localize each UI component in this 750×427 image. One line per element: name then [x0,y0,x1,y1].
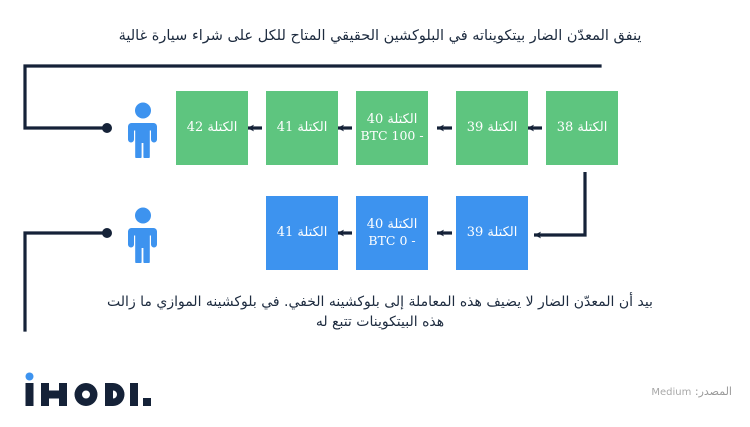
block-title: الكتلة 39 [466,119,518,135]
wire-endpoint-dot-top [102,123,112,133]
block-title: الكتلة 41 [276,224,328,240]
block-public-40: الكتلة 40 - 100 BTC [356,91,428,165]
block-public-39: الكتلة 39 [456,91,528,165]
block-title: الكتلة 40 [366,217,418,233]
block-amount: - 100 BTC [360,128,424,144]
block-title: الكتلة 38 [556,119,608,135]
ihodi-logo [22,372,172,406]
block-hidden-41: الكتلة 41 [266,196,338,270]
bottom-caption: بيد أن المعدّن الضار لا يضيف هذه المعامل… [107,294,653,331]
block-title: الكتلة 40 [366,112,418,128]
block-public-38: الكتلة 38 [546,91,618,165]
block-title: الكتلة 39 [466,224,518,240]
source-label: المصدر: [694,385,732,398]
block-public-41: الكتلة 41 [266,91,338,165]
source-name: Medium [651,387,692,398]
wire-public-to-hidden [534,172,587,239]
block-title: الكتلة 41 [276,119,328,135]
logo-dot [25,372,34,381]
person-icon-public [126,102,160,160]
wire-hidden-to-person [23,231,105,332]
wire-endpoint-dot-bottom [102,228,112,238]
block-hidden-40: الكتلة 40 - 0 BTC [356,196,428,270]
block-public-42: الكتلة 42 [176,91,248,165]
top-caption: ينفق المعدّن الضار بيتكويناته في البلوكش… [118,28,642,44]
block-amount: - 0 BTC [368,233,416,249]
source-credit: المصدر: Medium [651,385,732,398]
person-icon-hidden [126,207,160,265]
block-hidden-39: الكتلة 39 [456,196,528,270]
block-title: الكتلة 42 [186,119,238,135]
